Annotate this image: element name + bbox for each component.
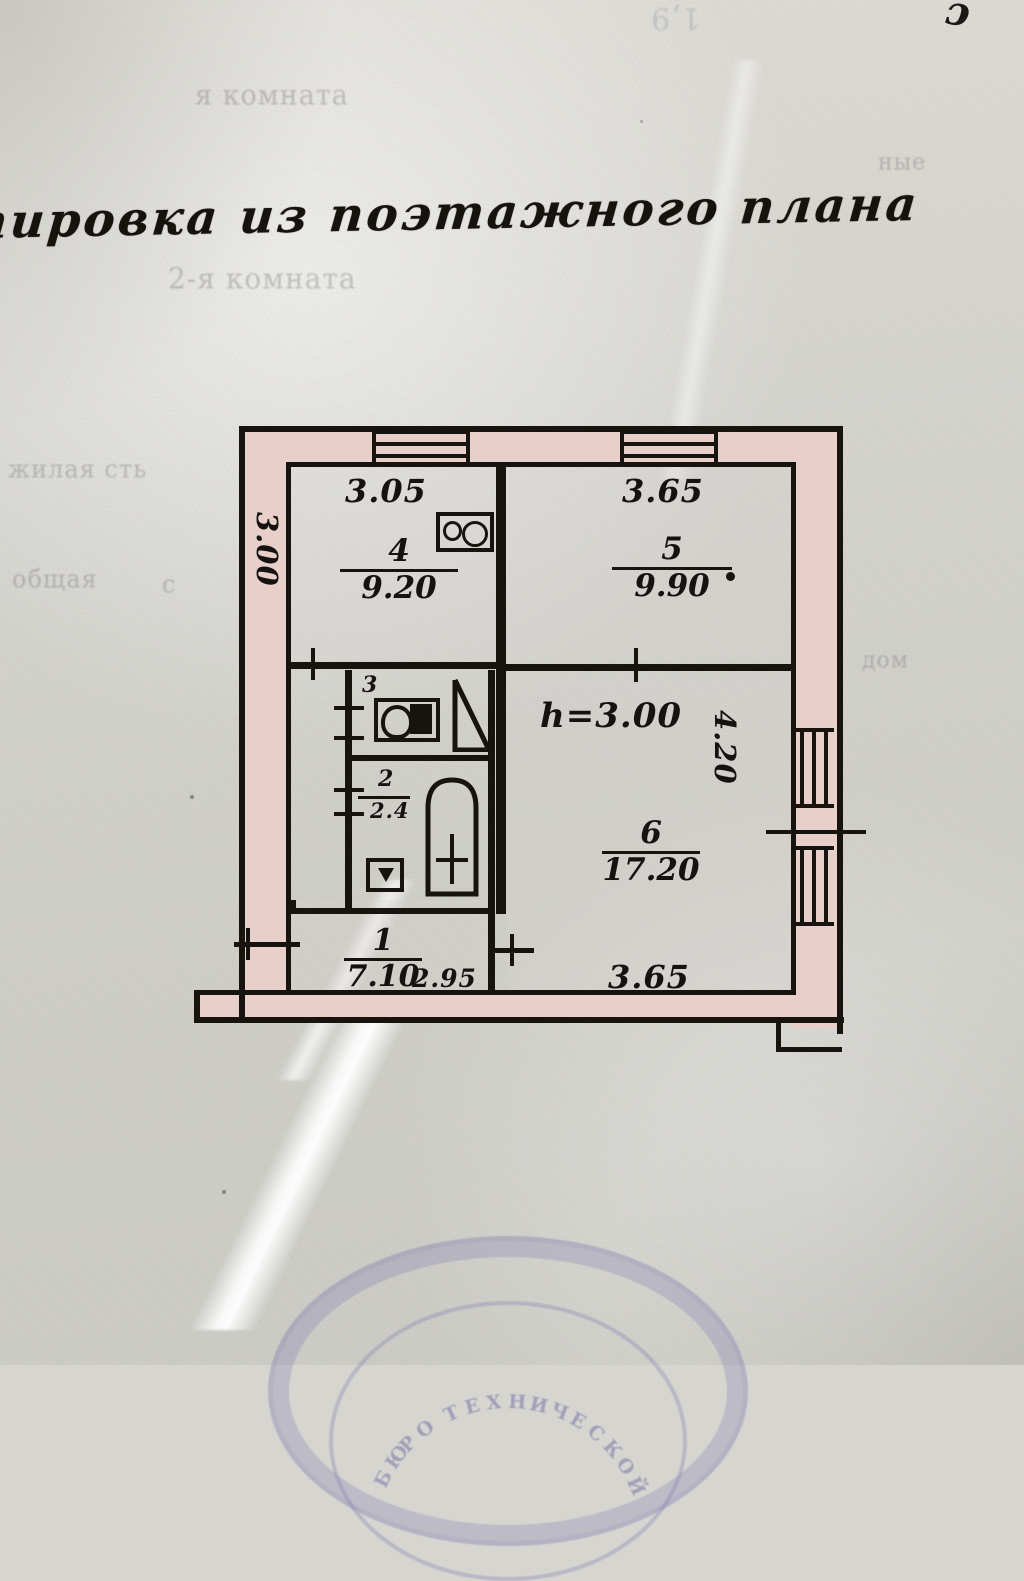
room-number-3: 3 bbox=[362, 672, 379, 698]
ghost-line: я комната bbox=[195, 79, 349, 112]
bathtub-icon bbox=[422, 772, 482, 900]
wall-bottom-left-return bbox=[194, 992, 200, 1022]
partition-wc-bath bbox=[345, 755, 495, 761]
wall-outer-left bbox=[239, 426, 245, 1020]
leader-right-wall bbox=[766, 830, 866, 834]
dimension-room4-width: 3.05 bbox=[345, 472, 427, 510]
dimension-room5-width: 3.65 bbox=[622, 472, 704, 510]
room-number-1: 1 bbox=[372, 923, 394, 958]
leader-dot-room5 bbox=[726, 572, 735, 581]
ghost-line: ные bbox=[878, 149, 927, 176]
dimension-room6-width: 3.65 bbox=[608, 958, 690, 996]
partition-corridor-right bbox=[488, 908, 495, 994]
jog-corridor-left bbox=[291, 900, 296, 914]
wall-inner-top-left bbox=[286, 462, 498, 467]
room-interior-6 bbox=[508, 674, 793, 994]
room-interior-4 bbox=[290, 466, 495, 656]
paper-specks bbox=[190, 120, 643, 1194]
wall-outer-top bbox=[239, 426, 843, 432]
room-label-4: 4 9.20 bbox=[340, 536, 458, 604]
room-interior-1 bbox=[290, 900, 495, 995]
room-interior-5 bbox=[508, 466, 793, 661]
room-number-6: 6 bbox=[640, 815, 662, 851]
wall-fill-left bbox=[241, 428, 288, 1020]
room-2-fraction-bar bbox=[358, 796, 410, 799]
wall-bottom-right-jog2 bbox=[776, 1047, 842, 1052]
door-swing-wc bbox=[452, 678, 492, 753]
ghost-line: 2-я комната bbox=[168, 261, 357, 296]
wall-bottom-right-jog bbox=[776, 1017, 781, 1051]
room-number-4: 4 bbox=[388, 533, 410, 569]
room-label-1: 1 7.10 bbox=[344, 926, 422, 992]
partition-bath-left bbox=[345, 670, 352, 914]
partition-bath-bottom bbox=[345, 908, 495, 914]
room-label-6: 6 17.20 bbox=[602, 818, 700, 886]
wall-bottom-left-top bbox=[194, 990, 290, 995]
partition-vertical-upper bbox=[496, 462, 506, 674]
dimension-room1-width: 2.95 bbox=[412, 964, 477, 993]
dimension-room6-height: 4.20 bbox=[708, 710, 742, 785]
room-area-1: 7.10 bbox=[346, 959, 420, 994]
stamp-text: Б Ю Р О Т Е Х Н И Ч Е С К О Й bbox=[370, 1390, 650, 1499]
wall-inner-top-right bbox=[506, 462, 796, 467]
wall-inner-left bbox=[286, 462, 291, 994]
wall-outer-right bbox=[837, 426, 843, 1034]
official-stamp: Б Ю Р О Т Е Х Н И Ч Е С К О Й bbox=[268, 1236, 748, 1581]
partition-bath-right bbox=[488, 670, 495, 910]
room-area-2: 2.4 bbox=[370, 798, 410, 823]
wall-outer-bottom bbox=[194, 1017, 844, 1023]
room-area-4: 9.20 bbox=[361, 570, 437, 606]
room-area-6: 17.20 bbox=[602, 852, 700, 888]
floor-plan-drawing: 3.05 3.00 4 9.20 3.65 5 9.90 h=3.00 4.20… bbox=[194, 426, 866, 1052]
wall-fill-top bbox=[241, 428, 841, 464]
room-area-5: 9.90 bbox=[634, 568, 710, 604]
ghost-line: общая bbox=[12, 564, 98, 594]
partition-horizontal-room5 bbox=[506, 664, 796, 671]
ghost-line: с bbox=[162, 569, 177, 599]
ghost-line: дом bbox=[862, 647, 909, 674]
dimension-room4-height: 3.00 bbox=[250, 512, 284, 587]
room-label-5: 5 9.90 bbox=[612, 534, 732, 602]
wall-inner-bottom bbox=[286, 990, 796, 995]
ceiling-height-label: h=3.00 bbox=[540, 696, 683, 736]
partition-vertical-mid bbox=[496, 674, 506, 914]
paper-shading-topleft bbox=[0, 0, 330, 420]
room-number-2: 2 bbox=[378, 766, 395, 792]
ghost-line: жилая сть bbox=[8, 454, 148, 484]
partition-horizontal-room4 bbox=[291, 662, 503, 669]
wall-inner-right bbox=[791, 462, 796, 994]
room-number-5: 5 bbox=[661, 531, 683, 567]
partition-corridor-top bbox=[291, 908, 349, 914]
